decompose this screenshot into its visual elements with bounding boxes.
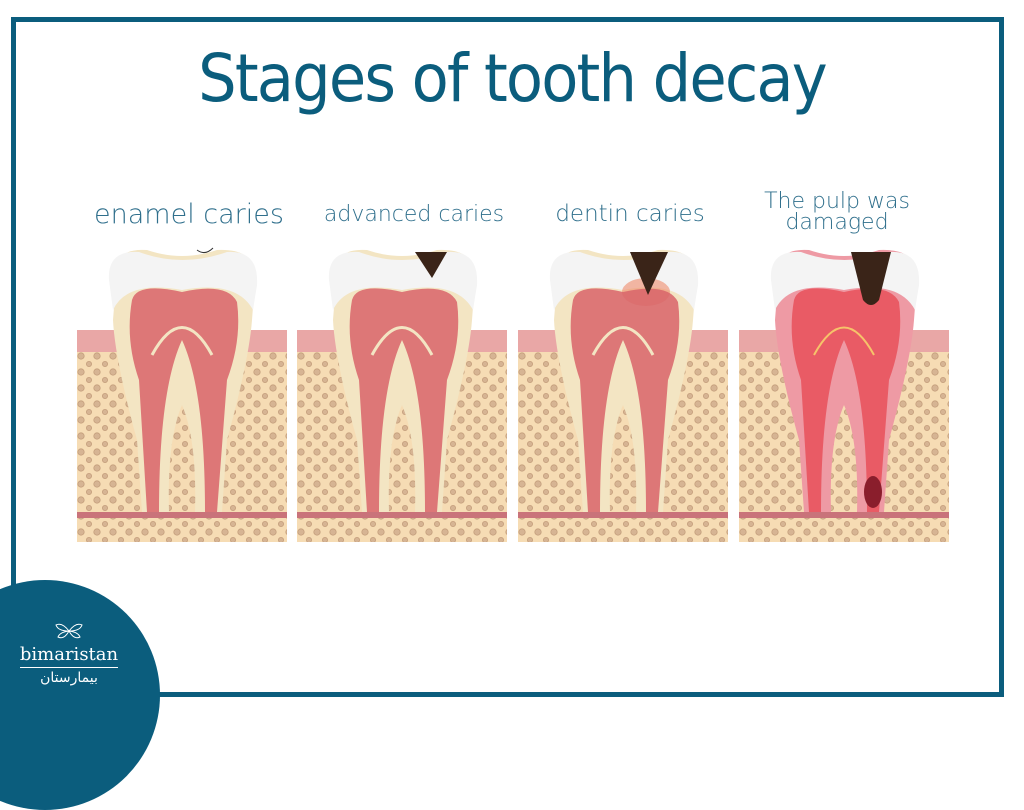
tooth-panel-enamel-caries xyxy=(77,240,287,544)
stage-label-2: advanced caries xyxy=(323,202,505,227)
tooth-illustration xyxy=(518,249,728,542)
tooth-panel-pulp-damaged xyxy=(739,240,949,544)
tooth-panel-advanced-caries xyxy=(297,240,507,544)
brand-name: bimaristan xyxy=(19,644,119,668)
brand-logo[interactable]: bimaristan بيمارستان xyxy=(14,622,124,686)
stage-label-4-line1: The pulp was xyxy=(764,189,910,214)
cavity-icon xyxy=(415,252,447,278)
cavity-icon xyxy=(630,252,668,295)
tooth-illustration xyxy=(77,247,287,542)
stage-label-4: The pulp was damaged xyxy=(752,189,922,235)
tooth-illustration xyxy=(297,249,507,542)
border-frame xyxy=(11,17,1004,697)
tooth-illustration xyxy=(739,249,949,542)
stage-label-4-line2: damaged xyxy=(785,209,889,235)
tooth-panel-dentin-caries xyxy=(518,240,728,544)
brand-name-arabic: بيمارستان xyxy=(40,670,98,686)
butterfly-icon xyxy=(55,623,83,639)
stage-label-1: enamel caries xyxy=(94,199,284,230)
page-title: Stages of tooth decay xyxy=(198,40,828,117)
cavity-icon xyxy=(851,252,891,305)
abscess-icon xyxy=(864,476,882,508)
stage-label-3: dentin caries xyxy=(555,201,705,227)
